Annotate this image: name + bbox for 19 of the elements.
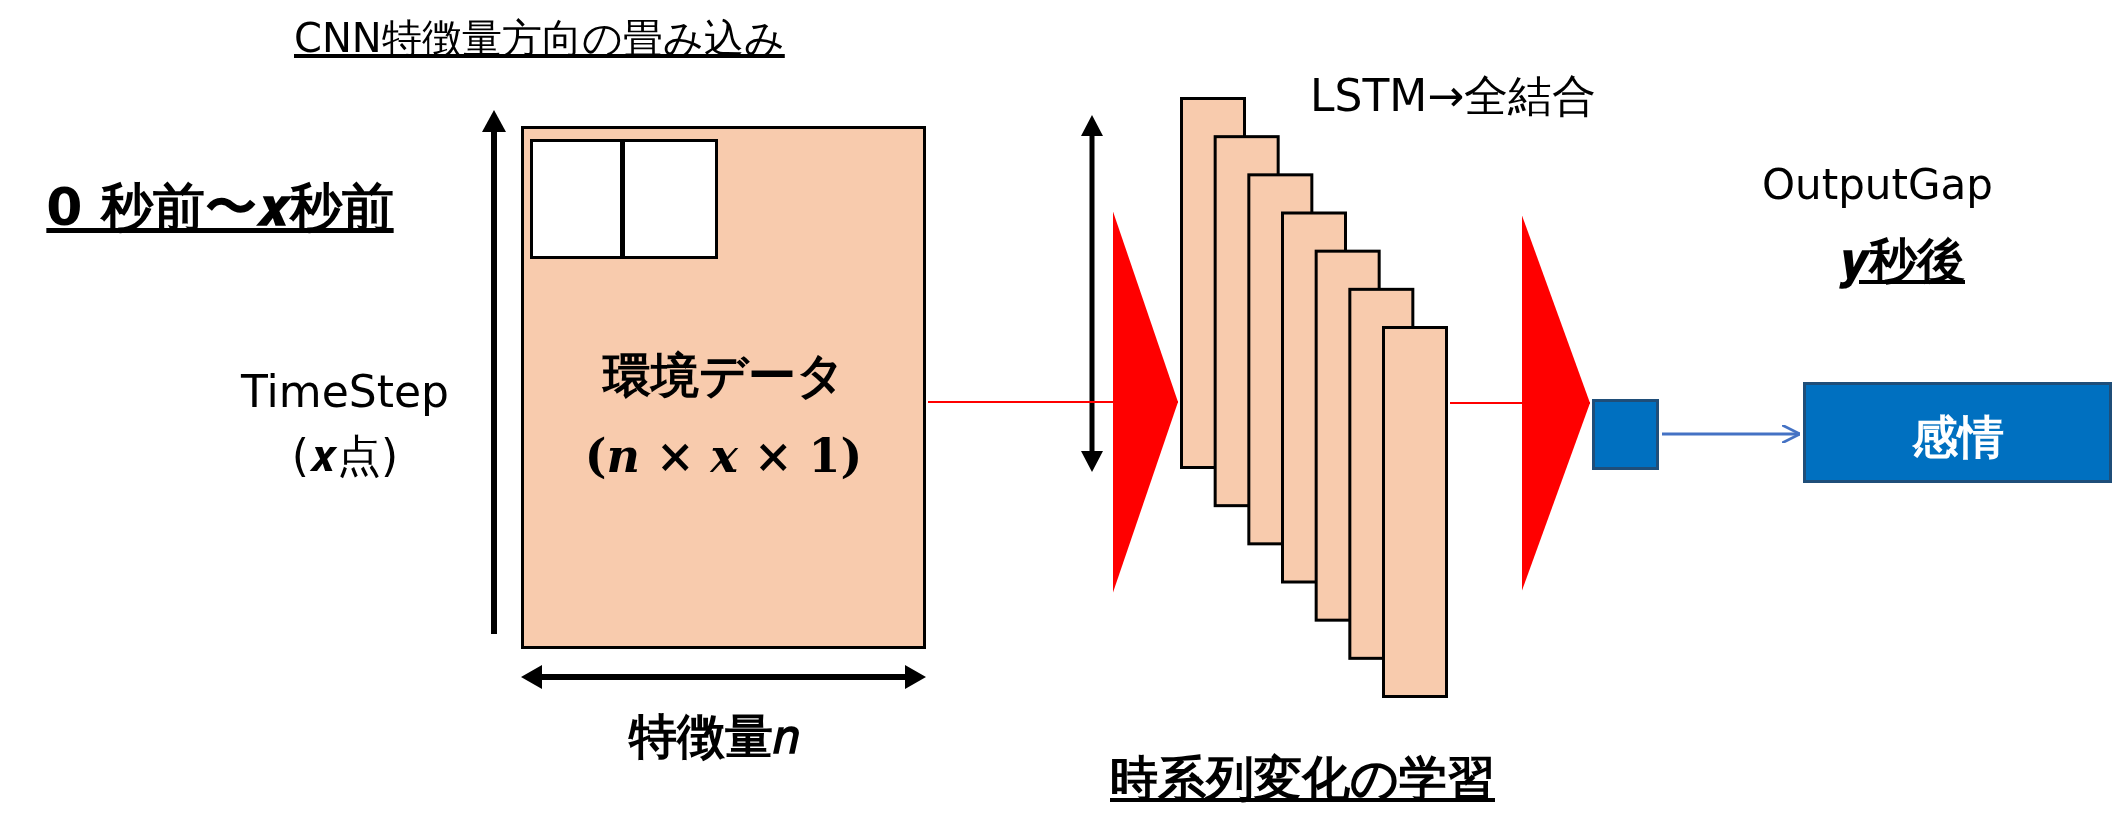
kernel-square <box>530 139 623 259</box>
output-label: OutputGap <box>1762 160 1993 211</box>
output-square <box>1592 399 1659 470</box>
dimension-formula: (n × x × 1) <box>583 429 864 483</box>
node-title: 環境データ <box>601 346 846 405</box>
node-title: 感情 <box>1910 409 2005 466</box>
output-label: 𝒚秒後 <box>1840 232 1965 290</box>
emotion-box <box>1803 382 2112 483</box>
axis-label: TimeStep (𝒙点) <box>240 365 450 483</box>
kernel-square <box>622 139 718 259</box>
heading-text: CNN特徴量方向の畳み込み <box>294 14 785 62</box>
chevron-arrow <box>1449 215 1591 591</box>
axis-label: 特徴量𝑛 <box>629 708 799 766</box>
heading-text: 0 秒前〜𝒙秒前 <box>45 176 395 239</box>
data-box <box>521 126 926 649</box>
heading-text: LSTM→全結合 <box>1310 70 1597 123</box>
chevron-arrow <box>927 211 1179 593</box>
arrow <box>1662 423 1802 445</box>
heading-text: 時系列変化の学習 <box>1110 750 1495 808</box>
